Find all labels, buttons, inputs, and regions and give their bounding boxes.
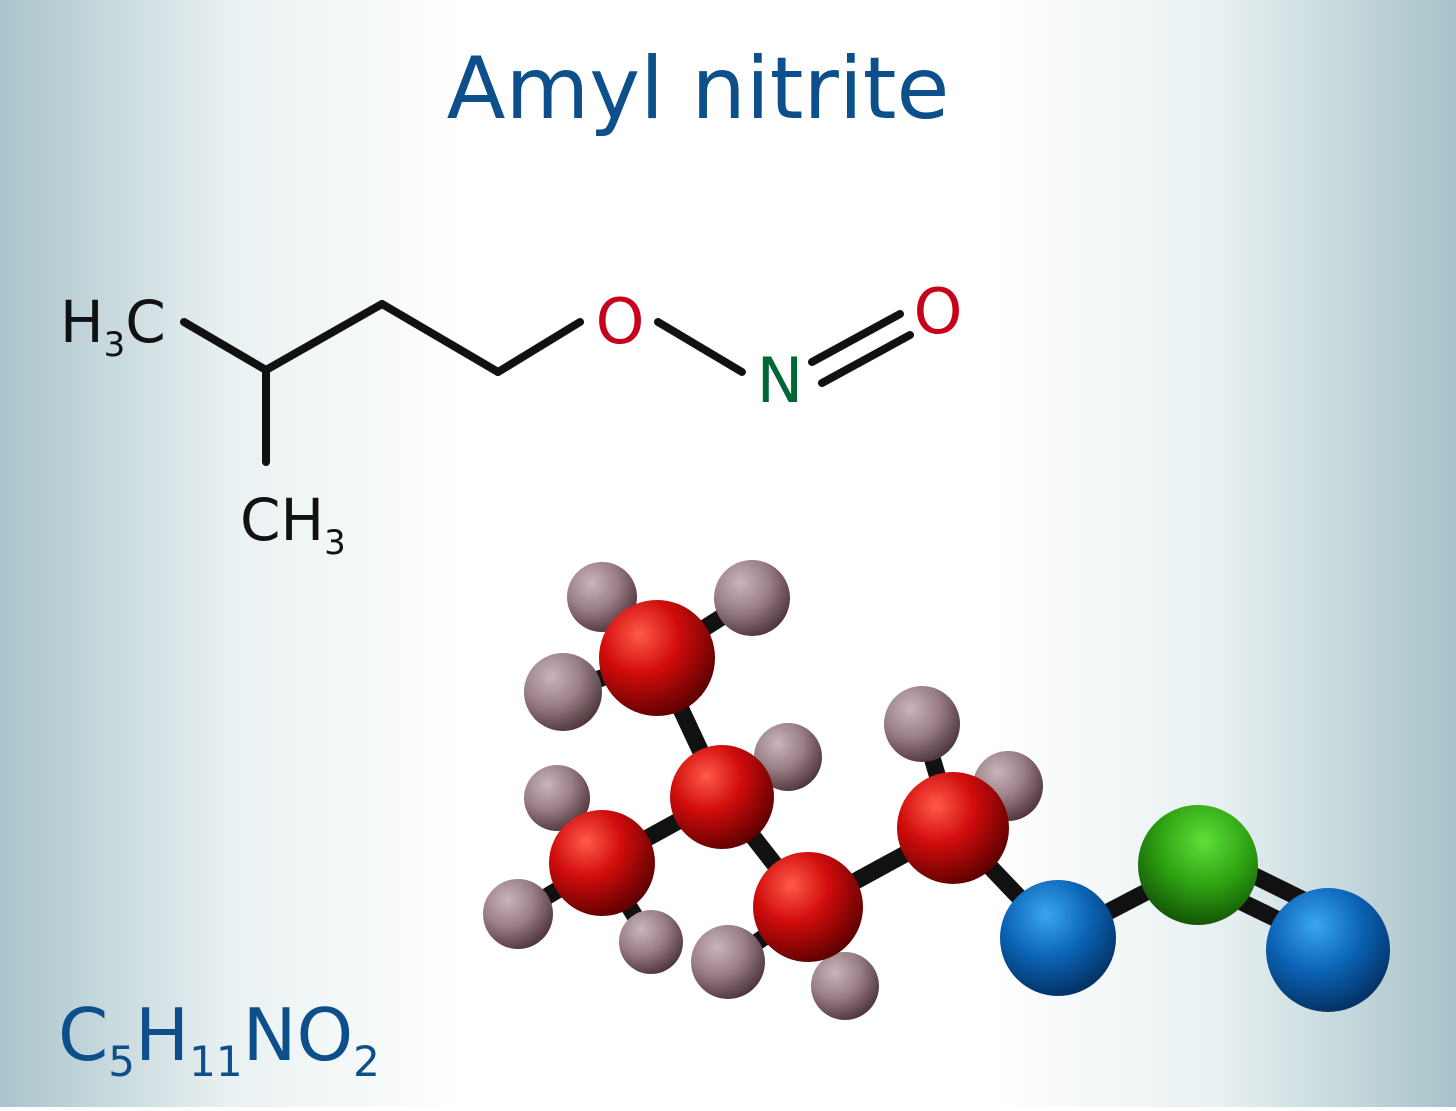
atom-c-4 [753, 852, 863, 962]
double-bond-n-o-upper [808, 310, 904, 366]
atom-h-2 [714, 560, 790, 636]
atom-c-1 [599, 600, 715, 716]
atom-n [1138, 805, 1258, 925]
atom-h-5 [524, 765, 590, 831]
label-oxygen-2: O [914, 275, 963, 348]
ball-and-stick-model [483, 560, 1390, 1020]
bond-o-n [654, 318, 746, 376]
atom-h-7 [619, 910, 683, 974]
page-title: Amyl nitrite [447, 39, 950, 139]
atom-h-8 [691, 925, 765, 999]
atom-c-3 [549, 810, 655, 916]
atom-h-3 [524, 653, 602, 731]
double-bond-n-o-lower [818, 331, 914, 387]
label-oxygen-1: O [596, 285, 645, 358]
bond-c3-c4 [378, 300, 502, 376]
skeletal-bonds [180, 300, 914, 466]
molecular-formula: C5H11NO2 [58, 993, 380, 1086]
atom-h-9 [811, 952, 879, 1020]
atom-c-2 [670, 745, 774, 849]
bond-c2-c3 [262, 300, 386, 374]
atom-h-6 [483, 879, 553, 949]
bond-c4-o [494, 318, 584, 376]
atom-c-5 [897, 772, 1009, 884]
bond-c1-c2 [180, 318, 270, 374]
structural-formula: H3C CH3 O N O [60, 275, 962, 563]
atom-h-4 [754, 723, 822, 791]
atom-o-1 [1000, 880, 1116, 996]
atom-o-2 [1266, 888, 1390, 1012]
label-nitrogen: N [757, 344, 803, 417]
label-h3c: H3C [60, 288, 166, 365]
label-ch3: CH3 [240, 486, 346, 563]
model-atoms [483, 560, 1390, 1020]
atom-h-10 [884, 686, 960, 762]
